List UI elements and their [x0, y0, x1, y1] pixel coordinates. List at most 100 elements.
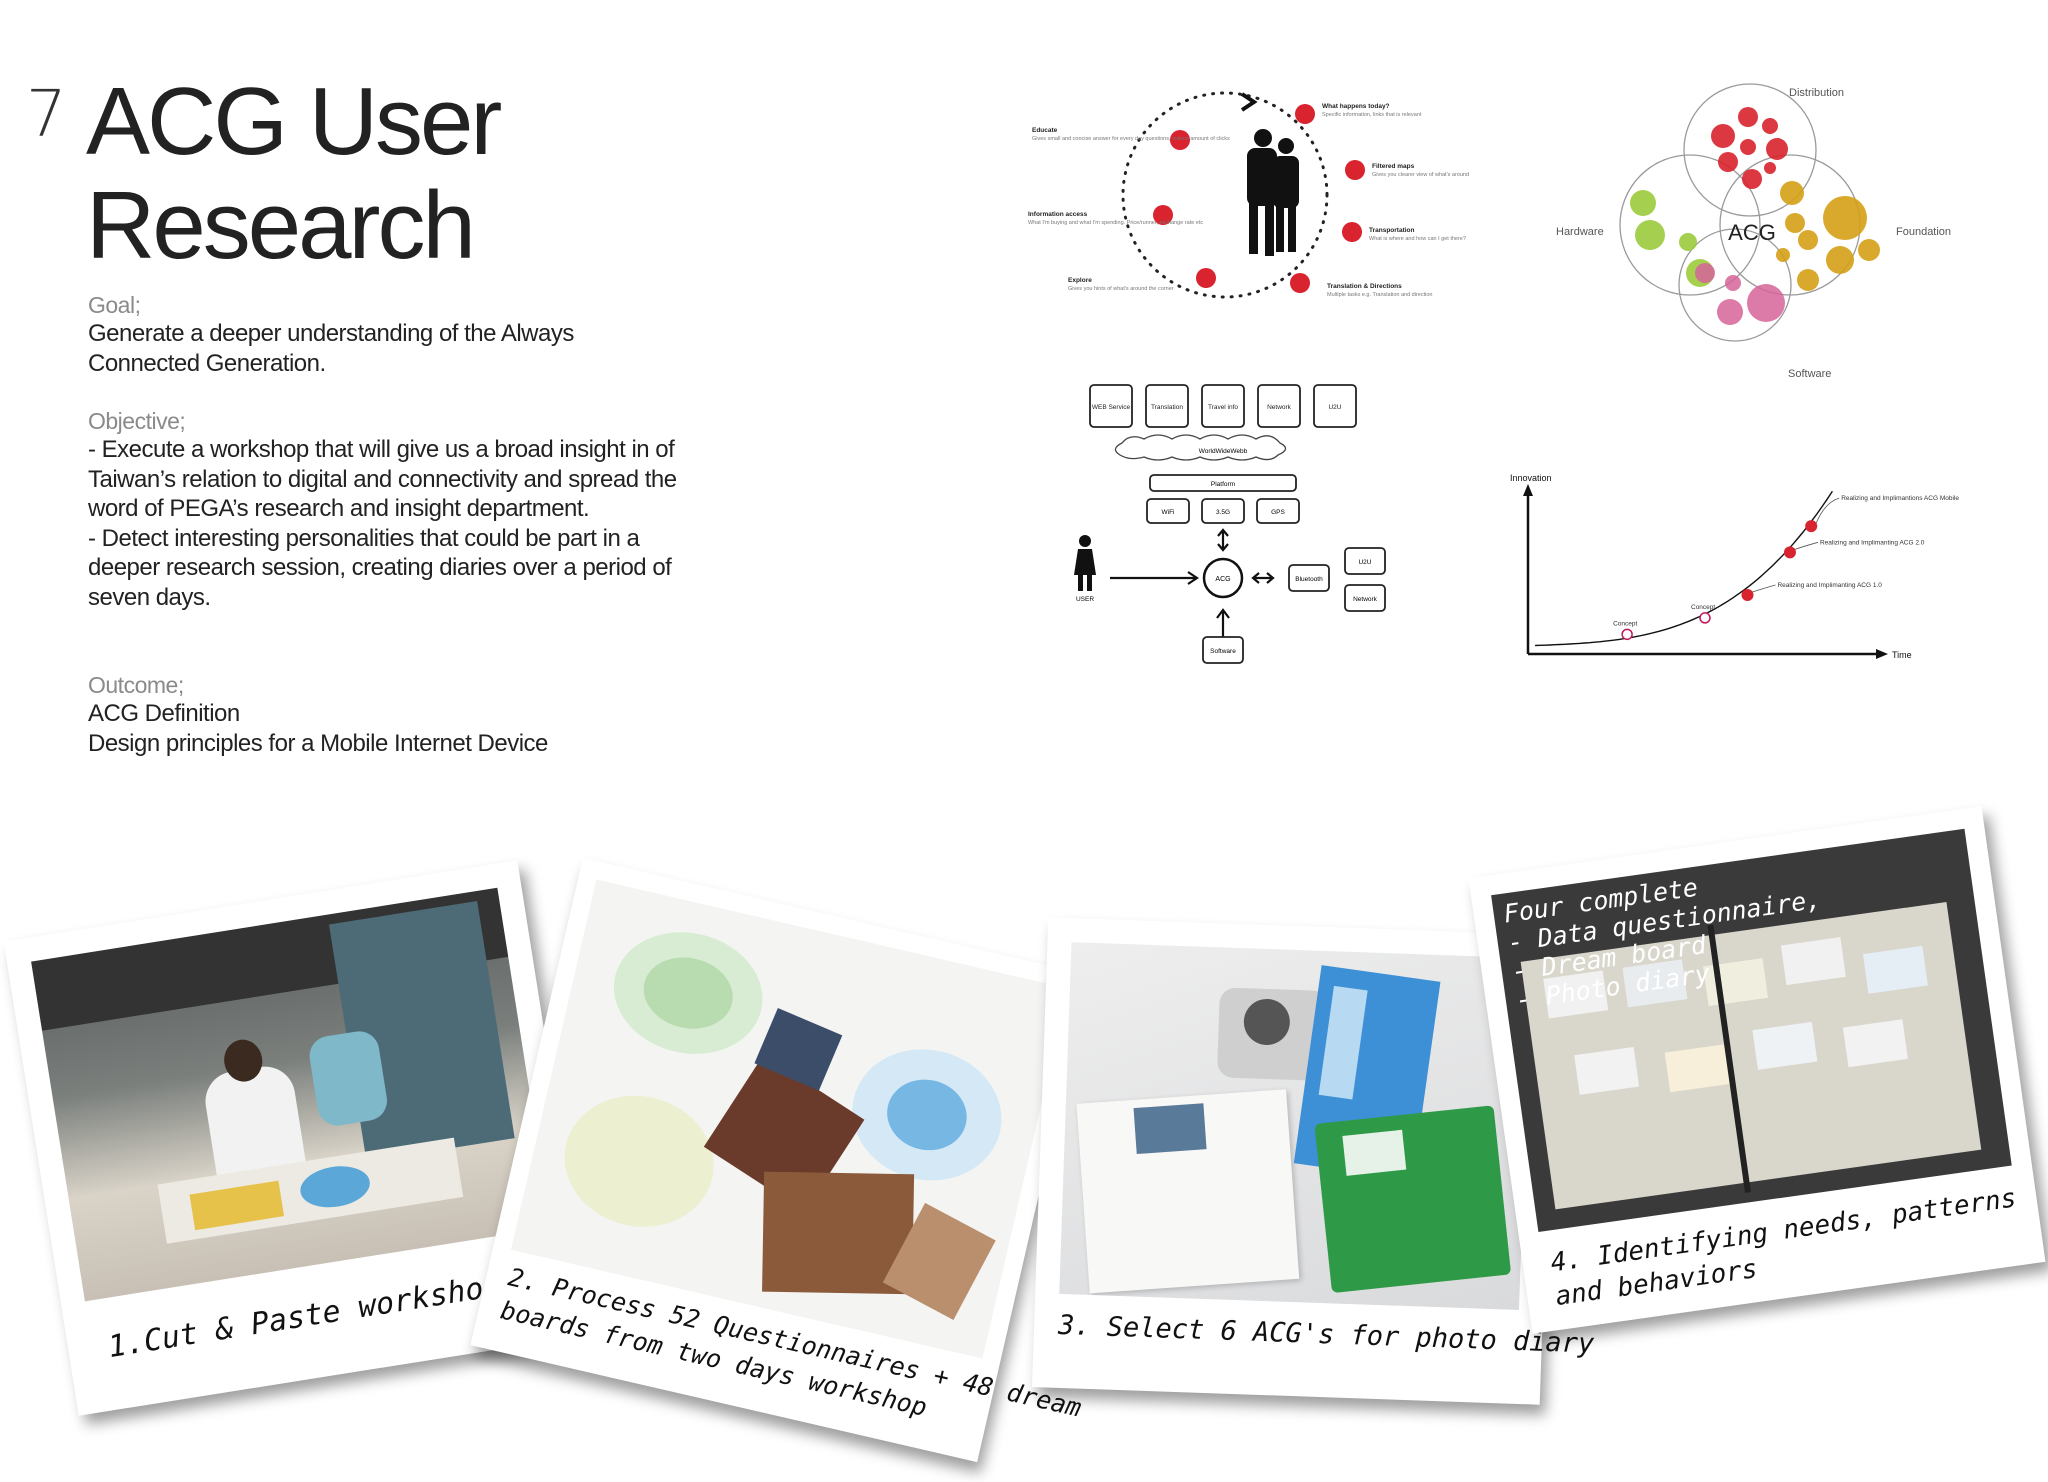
- cycle-node-5: [1196, 268, 1216, 288]
- service-label-web: WEB Service: [1092, 404, 1131, 411]
- hub-label: ACG: [1215, 576, 1230, 583]
- chart-leader-4: [1794, 541, 1819, 550]
- user-label: USER: [1076, 596, 1094, 603]
- cycle-item-1-desc: Specific information, links that is rele…: [1322, 112, 1422, 118]
- cycle-item-5-title: Explore: [1068, 277, 1092, 284]
- cycle-item-5-desc: Gives you hints of what's around the cor…: [1068, 286, 1174, 292]
- objective-body: - Execute a workshop that will give us a…: [88, 435, 688, 612]
- section-number: 7: [26, 78, 67, 152]
- objective-point-1: - Execute a workshop that will give us a…: [88, 436, 677, 522]
- title-line-2: Research: [86, 172, 476, 279]
- right-label-network: Network: [1353, 596, 1378, 603]
- outcome-section: Outcome; ACG Definition Design principle…: [88, 672, 688, 758]
- bluetooth-label: Bluetooth: [1295, 576, 1323, 583]
- outcome-body: ACG Definition Design principles for a M…: [88, 699, 688, 758]
- acg-hub: [1202, 557, 1244, 599]
- conn-label-wifi: WiFi: [1162, 509, 1175, 516]
- conn-box-gps: [1256, 498, 1300, 524]
- cycle-nodes: [1153, 104, 1365, 293]
- right-label-u2u: U2U: [1358, 559, 1371, 566]
- service-box-travel: [1201, 384, 1245, 428]
- software-box: [1202, 636, 1244, 664]
- cycle-item-1-title: What happens today?: [1322, 103, 1390, 110]
- user-silhouette-icon: [1074, 535, 1096, 591]
- venn-left-label: Hardware: [1556, 226, 1604, 238]
- software-arrow-icon: [1216, 608, 1230, 637]
- cycle-item-3-title: Transportation: [1369, 227, 1415, 234]
- up-down-arrow-icon: [1217, 528, 1229, 552]
- cycle-item-3-desc: What is where and how can I get there?: [1369, 236, 1466, 242]
- venn-gold-dots: [1776, 181, 1880, 291]
- outcome-item-2: Design principles for a Mobile Internet …: [88, 729, 548, 757]
- chart-axes: [1523, 484, 1888, 659]
- photo-3-caption: 3. Select 6 ACG's for photo diary: [1057, 1309, 1595, 1360]
- chart-xlabel: Time: [1892, 650, 1912, 660]
- outcome-item-1: ACG Definition: [88, 700, 240, 727]
- goal-text: Generate a deeper understanding of the A…: [88, 320, 574, 377]
- service-box-network: [1257, 384, 1301, 428]
- cycle-ring: [1121, 91, 1329, 299]
- workshop-photo: [31, 887, 552, 1302]
- service-box-web: [1089, 384, 1133, 428]
- goal-section: Goal; Generate a deeper understanding of…: [88, 292, 688, 378]
- user-arrow-icon: [1110, 571, 1199, 585]
- cycle-item-6-desc: What I'm buying and what I'm spending. P…: [1028, 220, 1203, 226]
- venn-bottom-label: Software: [1788, 368, 1831, 380]
- cloud-label: WorldWideWebb: [1199, 448, 1248, 455]
- photo-card-3: 3. Select 6 ACG's for photo diary: [1031, 917, 1595, 1405]
- chart-point-1: [1621, 628, 1633, 641]
- chart-leader-3: [1752, 584, 1776, 593]
- cycle-node-2: [1345, 160, 1365, 180]
- cloud-shape: [1114, 434, 1287, 461]
- venn-circle-left: [1619, 154, 1761, 296]
- outcome-label: Outcome;: [88, 672, 184, 698]
- objective-label: Objective;: [88, 408, 186, 434]
- software-label: Software: [1210, 648, 1236, 655]
- cycle-item-4-desc: Multiple tasks e.g. Translation and dire…: [1327, 292, 1432, 298]
- platform-label: Platform: [1211, 481, 1235, 488]
- cycle-node-7: [1170, 130, 1190, 150]
- photo-card-4: Four complete - Data questionnaire, - Dr…: [1468, 806, 2046, 1334]
- service-label-translation: Translation: [1151, 404, 1183, 411]
- objective-section: Objective; - Execute a workshop that wil…: [88, 408, 688, 612]
- venn-pink-dots: [1695, 263, 1785, 325]
- cycle-node-1: [1295, 104, 1315, 124]
- chart-point-label-1: Concept: [1613, 620, 1637, 627]
- venn-top-label: Distribution: [1789, 87, 1844, 99]
- chart-point-label-4: Realizing and Implimanting ACG 2.0: [1820, 539, 1925, 546]
- conn-box-wifi: [1146, 498, 1190, 524]
- chart-point-label-2: Concept: [1691, 604, 1715, 611]
- service-box-translation: [1145, 384, 1189, 428]
- chart-point-4: [1783, 546, 1796, 559]
- cycle-item-7-title: Educate: [1032, 127, 1058, 134]
- cycle-node-4: [1290, 273, 1310, 293]
- cycle-node-3: [1342, 222, 1362, 242]
- venn-right-label: Foundation: [1896, 226, 1951, 238]
- venn-circle-bottom: [1678, 228, 1792, 342]
- cycle-arrow-icon: [1240, 92, 1258, 112]
- title-line-1: ACG User: [86, 68, 502, 175]
- venn-center-label: ACG: [1728, 220, 1776, 245]
- bluetooth-box: [1288, 564, 1330, 592]
- platform-box: [1149, 474, 1297, 492]
- chart-point-label-5: Realizing and Implimantions ACG Mobile: [1841, 495, 1959, 502]
- chart-point-3: [1741, 588, 1754, 601]
- camera-photo: [1059, 942, 1532, 1310]
- photo-card-2: 2. Process 52 Questionnaires + 48 dream …: [470, 857, 1090, 1463]
- chart-ylabel: Innovation: [1510, 473, 1552, 483]
- venn-diagram: ACG Distribution Hardware Foundation Sof…: [1556, 83, 1951, 380]
- venn-red-dots: [1711, 107, 1788, 189]
- right-box-u2u: [1344, 547, 1386, 575]
- conn-label-gps: GPS: [1271, 509, 1285, 516]
- right-box-network: [1344, 584, 1386, 612]
- left-right-arrow-icon: [1251, 572, 1275, 584]
- service-label-u2u: U2U: [1328, 404, 1341, 411]
- innovation-chart: Innovation Time ConceptConceptRealizing …: [1510, 473, 1959, 660]
- chart-point-label-3: Realizing and Implimanting ACG 1.0: [1777, 582, 1882, 589]
- service-label-network: Network: [1267, 404, 1292, 411]
- service-label-travel: Travel info: [1208, 404, 1238, 411]
- cycle-item-2-desc: Gives you clearer view of what's around: [1372, 172, 1469, 178]
- goal-label: Goal;: [88, 292, 141, 318]
- conn-label-35g: 3.5G: [1216, 509, 1230, 516]
- venn-circle-top: [1683, 83, 1817, 217]
